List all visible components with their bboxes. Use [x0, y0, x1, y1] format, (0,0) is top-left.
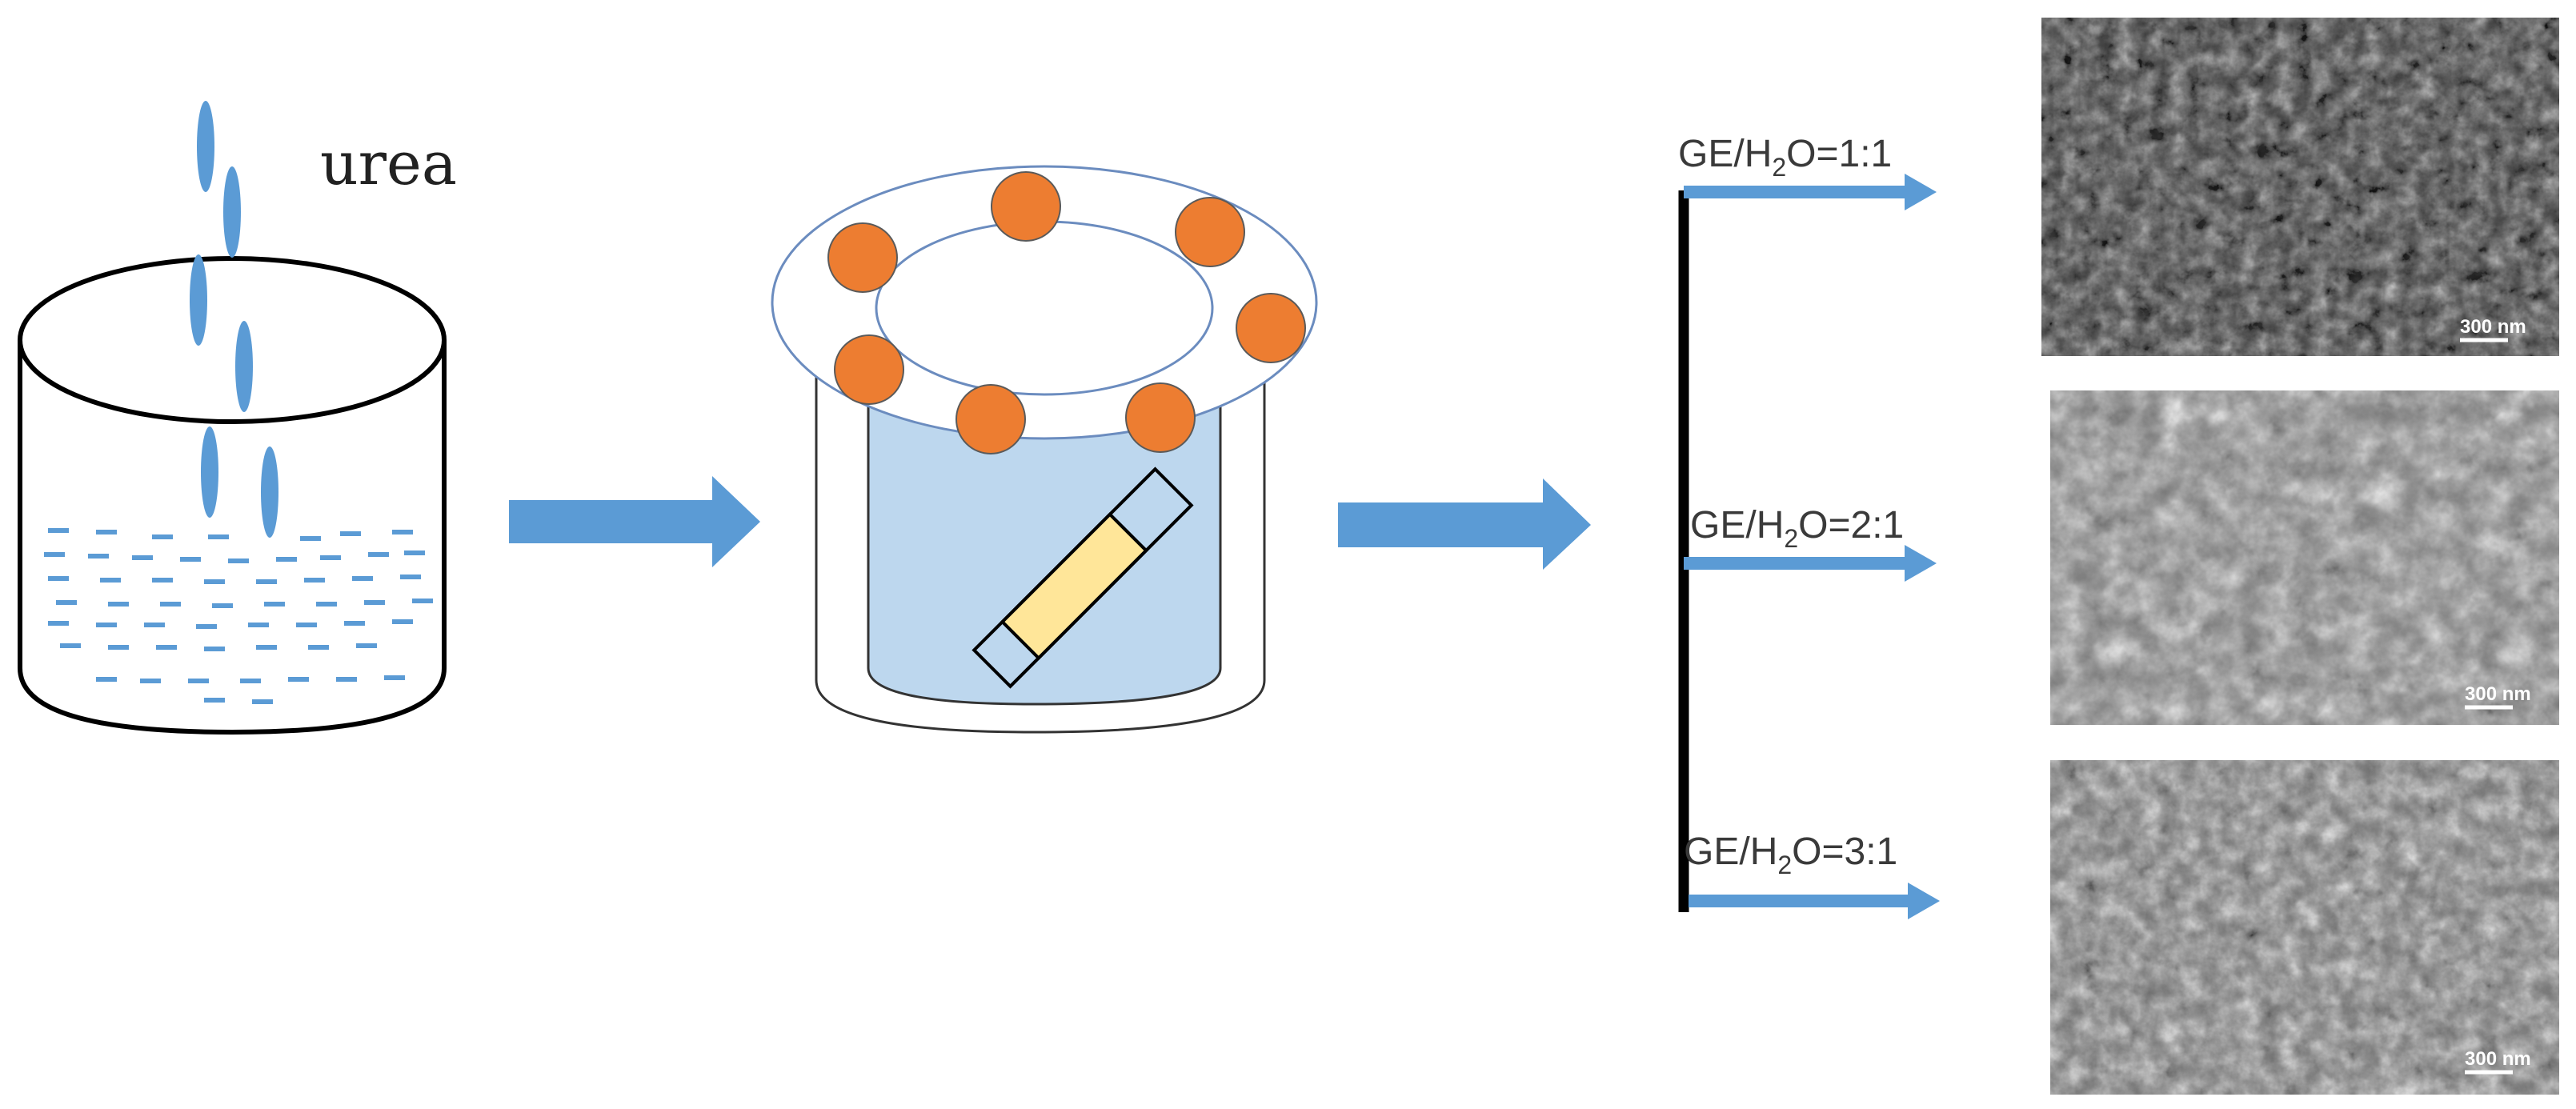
sem-image-3: 300 nm: [2050, 760, 2559, 1095]
ratio-label-3: GE/H2O=3:1: [1684, 831, 1897, 879]
sem-image-1: 300 nm: [2041, 18, 2559, 356]
solution-dashes: [44, 528, 433, 704]
scale-label-2: 300 nm: [2465, 683, 2531, 705]
ratio-label-2: GE/H2O=2:1: [1690, 504, 1904, 553]
urea-drops: [190, 101, 278, 538]
substrate-sample: [972, 466, 1194, 689]
autoclave-icon: [771, 165, 1318, 734]
branch-arrow-2: [1684, 545, 1937, 582]
process-arrow-1: [509, 476, 760, 567]
process-arrow-2: [1338, 478, 1591, 570]
branch-2: GE/H2O=2:1: [1684, 504, 1937, 582]
urea-label: urea: [320, 130, 457, 198]
beaker-icon: urea: [18, 101, 457, 735]
ratio-label-1: GE/H2O=1:1: [1678, 133, 1892, 182]
branch-1: GE/H2O=1:1: [1678, 133, 1937, 210]
heating-balls: [827, 171, 1306, 454]
branch-arrow-1: [1684, 174, 1937, 210]
branch-arrow-3: [1689, 883, 1940, 919]
scale-label-3: 300 nm: [2465, 1048, 2531, 1070]
sem-image-2: 300 nm: [2050, 390, 2559, 725]
branch-3: GE/H2O=3:1: [1684, 831, 1940, 919]
scale-label-1: 300 nm: [2460, 316, 2526, 338]
